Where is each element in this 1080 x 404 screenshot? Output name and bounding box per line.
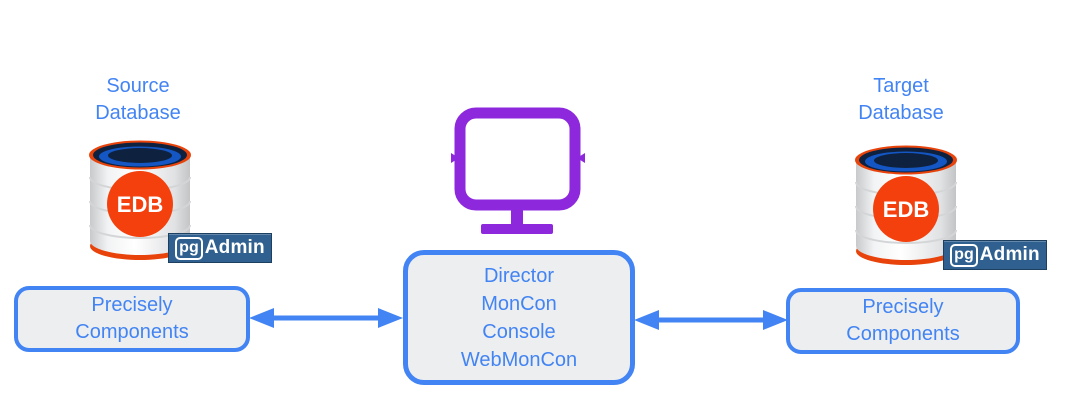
monitor-icon bbox=[451, 107, 585, 234]
pgadmin-badge: pg Admin bbox=[943, 240, 1047, 270]
precisely-line2: Components bbox=[846, 323, 960, 345]
left-bidirectional-arrow-icon bbox=[249, 308, 403, 328]
target-database-label: Target Database bbox=[816, 73, 986, 127]
source-database-label: Source Database bbox=[53, 73, 223, 127]
source-database-cylinder-icon: EDB bbox=[89, 140, 191, 260]
precisely-components-box-right: Precisely Components bbox=[786, 288, 1020, 354]
monitor-stand bbox=[511, 205, 523, 226]
monitor-base bbox=[481, 224, 553, 234]
pgadmin-word: Admin bbox=[204, 237, 265, 258]
center-box-line4: WebMonCon bbox=[460, 348, 578, 371]
precisely-components-box-left: Precisely Components bbox=[14, 286, 250, 352]
precisely-line1: Precisely bbox=[862, 296, 944, 318]
monitor-screen bbox=[454, 107, 581, 211]
target-label-line2: Database bbox=[858, 102, 944, 124]
pgadmin-badge: pg Admin bbox=[168, 233, 272, 263]
center-box-line2: MonCon bbox=[481, 292, 557, 315]
target-label-line1: Target bbox=[873, 75, 929, 97]
center-box-line3: Console bbox=[482, 320, 556, 343]
pgadmin-word: Admin bbox=[979, 244, 1040, 265]
svg-text:EDB: EDB bbox=[117, 192, 163, 217]
pgadmin-pg-chip: pg bbox=[950, 243, 978, 267]
precisely-line1: Precisely bbox=[91, 294, 173, 316]
director-console-box: Director MonCon Console WebMonCon bbox=[403, 250, 635, 385]
right-bidirectional-arrow-icon bbox=[634, 310, 788, 330]
pgadmin-pg-chip: pg bbox=[175, 236, 203, 260]
center-box-line1: Director bbox=[483, 264, 554, 287]
monitor-right-arrowhead-icon bbox=[577, 153, 585, 163]
source-label-line2: Database bbox=[95, 102, 181, 124]
edb-logo-icon: EDB bbox=[873, 176, 939, 242]
monitor-left-arrowhead-icon bbox=[451, 153, 459, 163]
target-database-cylinder-icon: EDB bbox=[855, 145, 957, 265]
precisely-line2: Components bbox=[75, 321, 189, 343]
svg-text:EDB: EDB bbox=[883, 197, 929, 222]
source-label-line1: Source bbox=[106, 75, 170, 97]
edb-logo-icon: EDB bbox=[107, 171, 173, 237]
